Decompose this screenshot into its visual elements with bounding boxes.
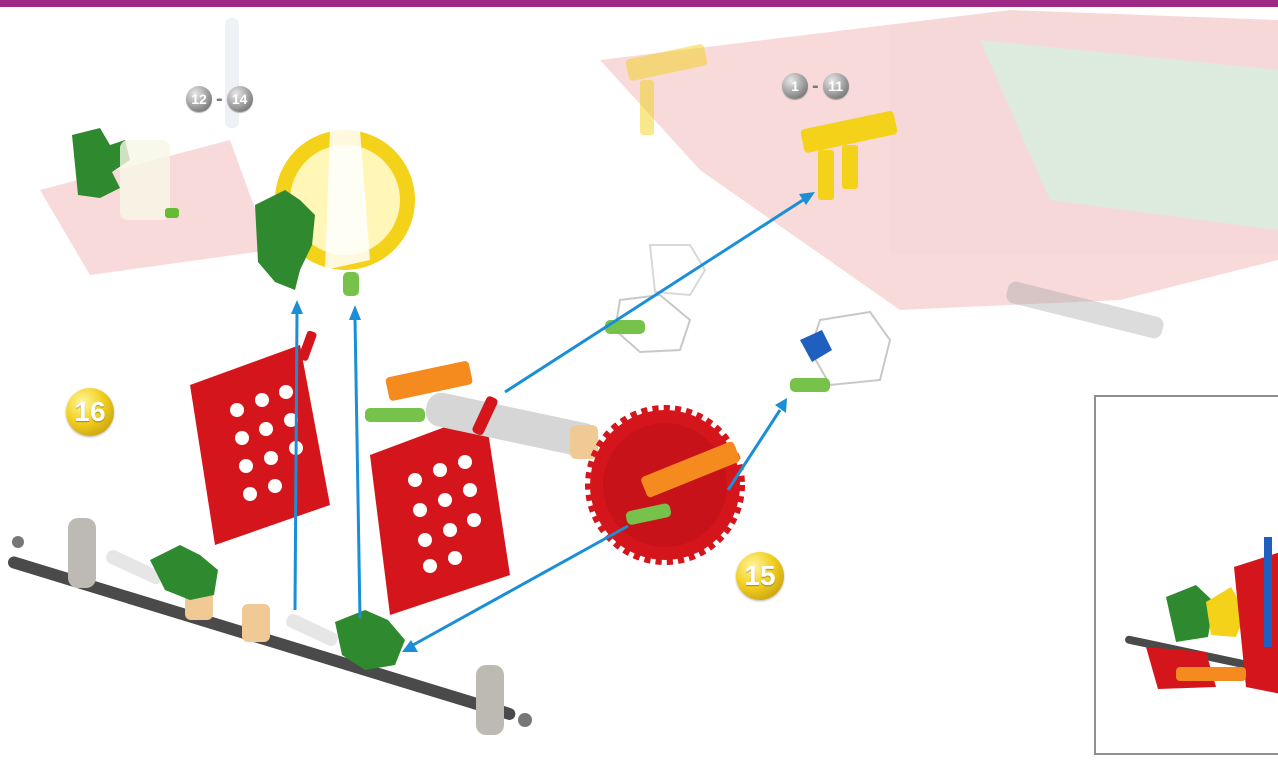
step-range-12-14: 12 - 14: [186, 86, 253, 112]
step-number-end: 14: [227, 86, 253, 112]
step-number-start: 1: [782, 73, 808, 99]
red-gear: [590, 410, 741, 560]
step-range-separator: -: [812, 75, 819, 98]
red-square-plate-left: [190, 330, 330, 545]
yellow-gear-with-green-connector: [255, 130, 415, 296]
step-number-end: 11: [823, 73, 849, 99]
green-rod-right: [790, 378, 830, 392]
white-connectors: [615, 245, 890, 385]
step-range-1-11: 1 - 11: [782, 73, 849, 99]
step-badge-16: 16: [66, 388, 114, 436]
red-square-plate-middle: [370, 412, 510, 615]
faded-green-gear-assembly: [72, 128, 179, 220]
step-number-start: 12: [186, 86, 212, 112]
completed-assembly-inset: [1094, 395, 1278, 755]
step-badge-15: 15: [736, 552, 784, 600]
yellow-connector-top: [800, 110, 898, 200]
step-range-separator: -: [216, 88, 223, 111]
inset-assembly-illustration: [1096, 397, 1278, 757]
